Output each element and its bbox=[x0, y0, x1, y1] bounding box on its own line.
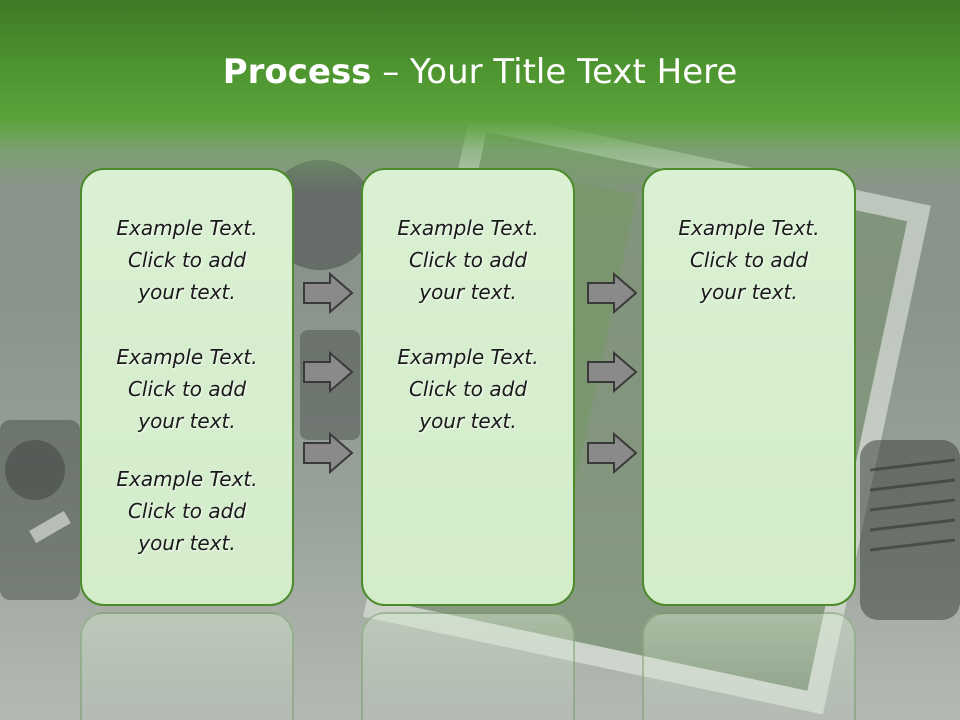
right-arrow-icon[interactable] bbox=[586, 272, 638, 314]
text-line: Example Text. bbox=[116, 216, 258, 240]
text-line: Example Text. bbox=[397, 345, 539, 369]
text-line: your text. bbox=[419, 280, 517, 304]
text-placeholder[interactable]: Example Text. Click to add your text. bbox=[82, 212, 292, 308]
slide-title[interactable]: Process – Your Title Text Here bbox=[0, 52, 960, 92]
text-line: Example Text. bbox=[116, 345, 258, 369]
text-placeholder[interactable]: Example Text. Click to add your text. bbox=[82, 463, 292, 559]
text-line: Click to add bbox=[408, 248, 528, 272]
text-line: your text. bbox=[700, 280, 798, 304]
text-placeholder[interactable]: Example Text. Click to add your text. bbox=[363, 341, 573, 437]
right-arrow-icon[interactable] bbox=[302, 272, 354, 314]
title-bold: Process bbox=[222, 52, 372, 92]
text-placeholder[interactable]: Example Text. Click to add your text. bbox=[82, 341, 292, 437]
title-rest: – Your Title Text Here bbox=[371, 52, 738, 92]
box-reflection bbox=[80, 612, 294, 720]
text-placeholder[interactable]: Example Text. Click to add your text. bbox=[363, 212, 573, 308]
process-box-2[interactable]: Example Text. Click to add your text. Ex… bbox=[361, 168, 575, 606]
text-line: Example Text. bbox=[678, 216, 820, 240]
right-arrow-icon[interactable] bbox=[302, 432, 354, 474]
text-line: your text. bbox=[138, 280, 236, 304]
box-reflection bbox=[361, 612, 575, 720]
right-arrow-icon[interactable] bbox=[302, 351, 354, 393]
text-line: Click to add bbox=[127, 377, 247, 401]
text-line: Click to add bbox=[689, 248, 809, 272]
text-line: Click to add bbox=[127, 499, 247, 523]
text-line: Example Text. bbox=[397, 216, 539, 240]
text-line: Click to add bbox=[408, 377, 528, 401]
text-line: Example Text. bbox=[116, 467, 258, 491]
text-line: Click to add bbox=[127, 248, 247, 272]
process-box-1[interactable]: Example Text. Click to add your text. Ex… bbox=[80, 168, 294, 606]
right-arrow-icon[interactable] bbox=[586, 432, 638, 474]
text-placeholder[interactable]: Example Text. Click to add your text. bbox=[644, 212, 854, 308]
process-box-3[interactable]: Example Text. Click to add your text. bbox=[642, 168, 856, 606]
text-line: your text. bbox=[138, 409, 236, 433]
title-bar bbox=[0, 0, 960, 190]
text-line: your text. bbox=[138, 531, 236, 555]
text-line: your text. bbox=[419, 409, 517, 433]
box-reflection bbox=[642, 612, 856, 720]
right-arrow-icon[interactable] bbox=[586, 351, 638, 393]
